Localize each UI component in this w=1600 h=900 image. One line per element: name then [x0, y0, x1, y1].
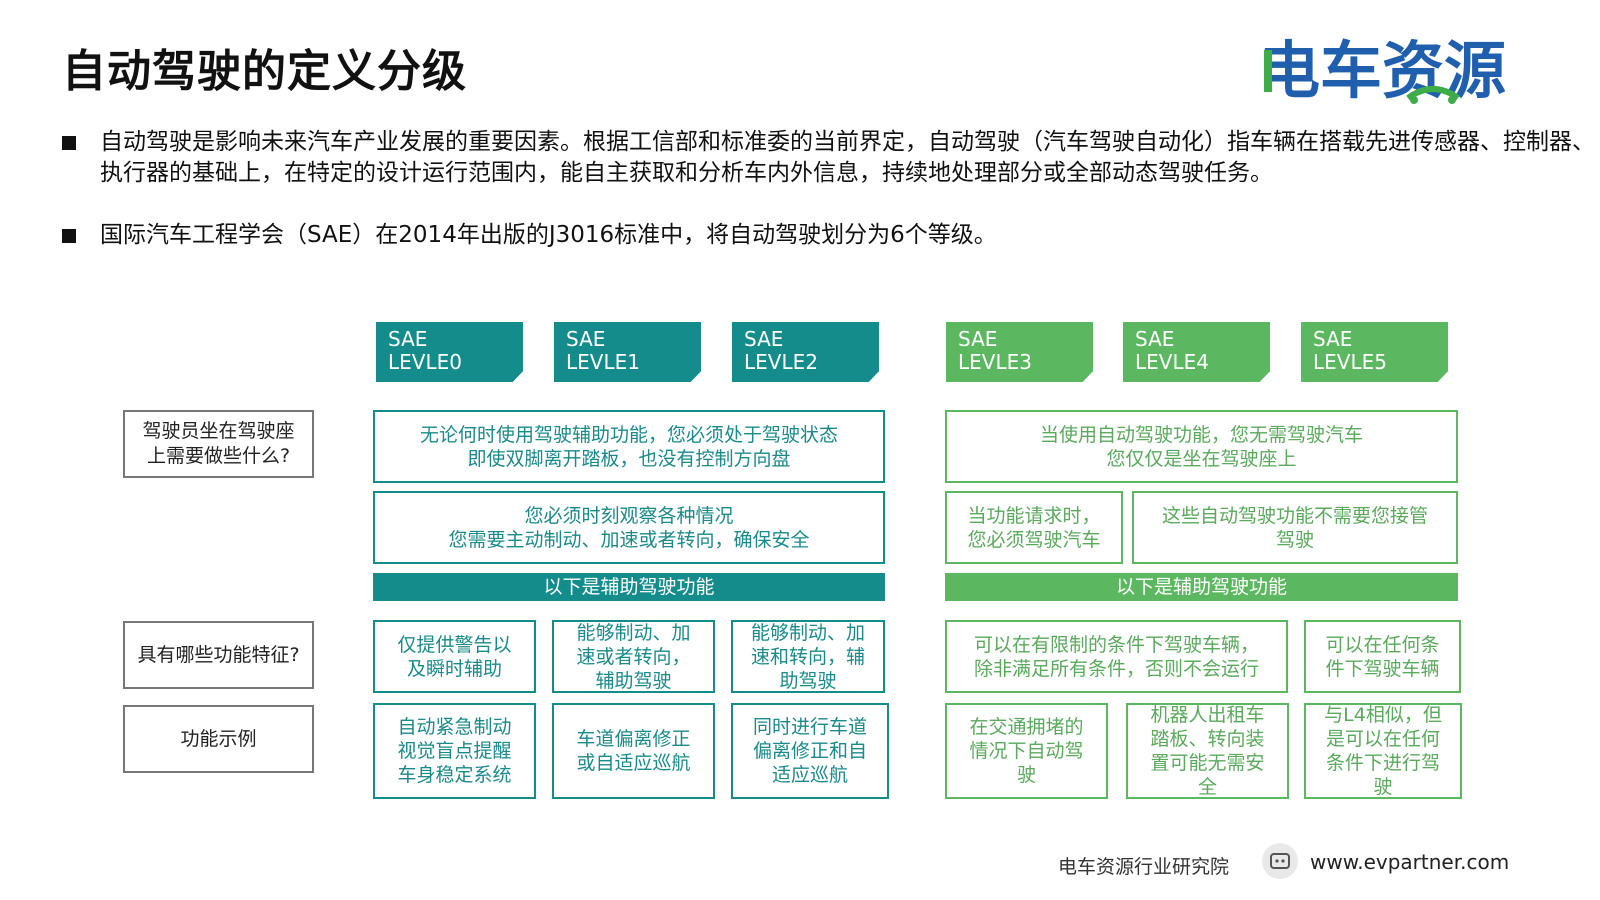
- question-examples: 功能示例: [123, 705, 314, 773]
- feature-cell-l1: 能够制动、加 速或者转向， 辅助驾驶: [552, 620, 715, 693]
- level-header-value: LEVLE1: [566, 350, 640, 374]
- level-header-3: SAE LEVLE3: [946, 322, 1093, 382]
- example-cell-l2: 同时进行车道 偏离修正和自 适应巡航: [731, 703, 889, 799]
- example-cell-l1: 车道偏离修正 或自适应巡航: [552, 703, 715, 799]
- level-header-value: LEVLE0: [388, 350, 462, 374]
- level-header-label: SAE: [1313, 327, 1353, 351]
- bullet-square-icon: [62, 229, 76, 243]
- question-features: 具有哪些功能特征?: [123, 621, 314, 689]
- page-title: 自动驾驶的定义分级: [62, 46, 467, 97]
- feature-cell-l0: 仅提供警告以 及瞬时辅助: [373, 620, 536, 693]
- level-header-value: LEVLE5: [1313, 350, 1387, 374]
- bullet-text-2: 国际汽车工程学会（SAE）在2014年出版的J3016标准中，将自动驾驶划分为6…: [100, 222, 997, 248]
- level-header-label: SAE: [958, 327, 998, 351]
- example-cell-l0: 自动紧急制动 视觉盲点提醒 车身稳定系统: [373, 703, 536, 799]
- bullet-square-icon: [62, 136, 76, 150]
- driver-cell-l0-l2: 无论何时使用驾驶辅助功能，您必须处于驾驶状态 即使双脚离开踏板，也没有控制方向盘: [373, 410, 885, 483]
- level-header-0: SAE LEVLE0: [376, 322, 523, 382]
- takeover-cell-l3: 当功能请求时， 您必须驾驶汽车: [945, 491, 1123, 564]
- feature-cell-l5: 可以在任何条 件下驾驶车辆: [1304, 620, 1461, 693]
- level-header-4: SAE LEVLE4: [1123, 322, 1270, 382]
- level-header-5: SAE LEVLE5: [1301, 322, 1448, 382]
- level-header-label: SAE: [388, 327, 428, 351]
- footer-org-name: 电车资源行业研究院: [1058, 856, 1230, 878]
- level-header-label: SAE: [744, 327, 784, 351]
- level-header-value: LEVLE4: [1135, 350, 1209, 374]
- feature-cell-l2: 能够制动、加 速和转向，辅 助驾驶: [731, 620, 885, 693]
- question-driver: 驾驶员坐在驾驶座 上需要做些什么?: [123, 410, 314, 478]
- level-header-value: LEVLE2: [744, 350, 818, 374]
- level-header-value: LEVLE3: [958, 350, 1032, 374]
- level-header-label: SAE: [566, 327, 606, 351]
- assist-function-bar-right: 以下是辅助驾驶功能: [945, 573, 1458, 601]
- bullet-text-1: 自动驾驶是影响未来汽车产业发展的重要因素。根据工信部和标准委的当前界定，自动驾驶…: [100, 129, 1595, 186]
- wechat-icon: [1262, 843, 1298, 879]
- level-header-2: SAE LEVLE2: [732, 322, 879, 382]
- example-cell-l5: 与L4相似，但 是可以在任何 条件下进行驾 驶: [1304, 703, 1462, 799]
- level-header-label: SAE: [1135, 327, 1175, 351]
- example-cell-l4: 机器人出租车 踏板、转向装 置可能无需安 全: [1126, 703, 1289, 799]
- footer-url-link[interactable]: www.evpartner.com: [1310, 850, 1510, 874]
- no-takeover-cell-l4-l5: 这些自动驾驶功能不需要您接管 驾驶: [1132, 491, 1458, 564]
- svg-text:电车资源: 电车资源: [1258, 36, 1506, 106]
- level-header-1: SAE LEVLE1: [554, 322, 701, 382]
- observe-cell-l0-l2: 您必须时刻观察各种情况 您需要主动制动、加速或者转向，确保安全: [373, 491, 885, 564]
- feature-cell-l3-l4: 可以在有限制的条件下驾驶车辆， 除非满足所有条件，否则不会运行: [945, 620, 1288, 693]
- driver-cell-l3-l5: 当使用自动驾驶功能，您无需驾驶汽车 您仅仅是坐在驾驶座上: [945, 410, 1458, 483]
- assist-function-bar-left: 以下是辅助驾驶功能: [373, 573, 885, 601]
- example-cell-l3: 在交通拥堵的 情况下自动驾 驶: [945, 703, 1108, 799]
- brand-logo: 电车资源: [1258, 34, 1548, 107]
